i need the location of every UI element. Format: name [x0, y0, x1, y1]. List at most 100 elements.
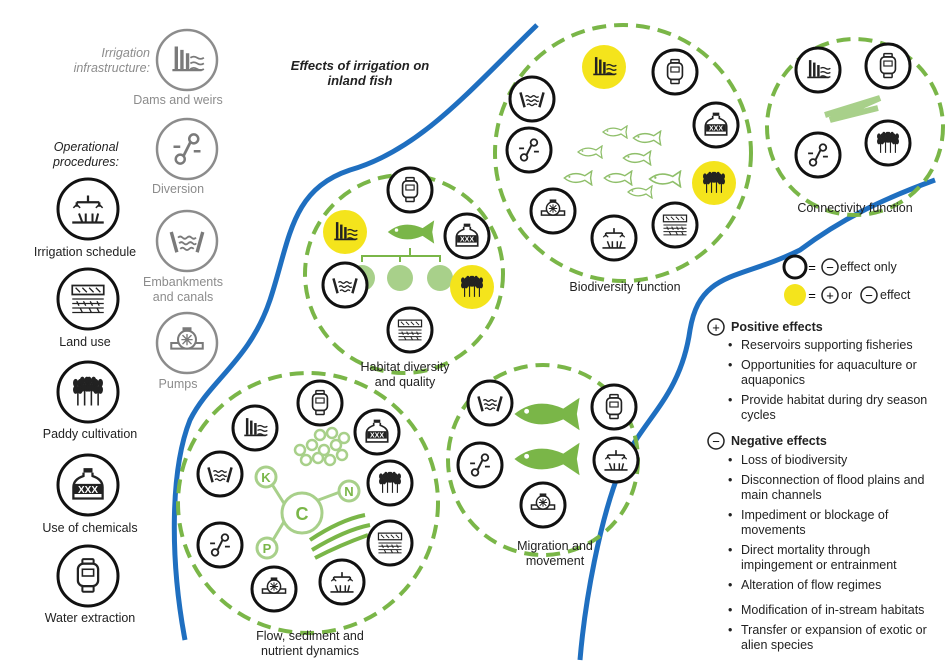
label-connectivity: Connectivity function — [797, 201, 913, 215]
sprinkler-icon — [56, 177, 120, 241]
legend-minus-2: − — [865, 288, 873, 303]
sprinkler-icon — [592, 436, 640, 484]
negative-item: Disconnection of flood plains and main c… — [728, 473, 943, 503]
meter-icon — [56, 544, 120, 608]
embankment-icon — [321, 261, 369, 309]
positive-item: Reservoirs supporting fisheries — [728, 338, 943, 353]
negative-list: Loss of biodiversity Disconnection of fl… — [728, 453, 943, 658]
paddy-icon — [864, 119, 912, 167]
chemical-mark: XXX — [78, 485, 98, 496]
negative-item: Direct mortality through impingement or … — [728, 543, 943, 573]
connectivity-zigzag — [824, 95, 882, 123]
flow-circle — [176, 371, 440, 635]
negative-item: Modification of in-stream habitats — [728, 603, 943, 618]
infra-heading: Irrigation infrastructure: — [73, 46, 150, 75]
icon-layer: XXX XXX XXX XXX — [56, 28, 912, 613]
diversion-icon — [794, 131, 842, 179]
river-bank-right — [577, 177, 936, 661]
legend-yellow-or: or — [841, 288, 853, 302]
connectivity-circle — [765, 37, 945, 217]
negative-heading: Negative effects — [731, 434, 827, 448]
meter-icon — [864, 42, 912, 90]
label-biodiversity: Biodiversity function — [569, 280, 681, 294]
legend-black-text: effect only — [840, 260, 897, 274]
legend-minus-1: − — [826, 260, 834, 275]
paddy-icon — [366, 459, 414, 507]
chemical-icon: XXX — [353, 408, 401, 456]
legend-plus-2: + — [826, 288, 834, 303]
tractor-icon — [651, 201, 699, 249]
label-dams-weirs: Dams and weirs — [133, 93, 223, 107]
label-water-extraction: Water extraction — [44, 611, 136, 625]
label-chemicals: Use of chemicals — [42, 521, 138, 535]
dam-icon — [155, 28, 219, 92]
dam-icon — [231, 404, 279, 452]
embankment-icon — [466, 379, 514, 427]
nutrient-label-k: K — [261, 470, 271, 485]
paddy-icon — [692, 161, 736, 205]
meter-icon — [386, 166, 434, 214]
pump-icon — [529, 187, 577, 235]
meter-icon — [296, 379, 344, 427]
embankment-icon — [155, 209, 219, 273]
legend-eq-1: = — [808, 260, 816, 275]
river-bank-left — [171, 23, 539, 641]
negative-item: Loss of biodiversity — [728, 453, 943, 468]
sprinkler-icon — [590, 214, 638, 262]
biodiversity-circle — [493, 23, 753, 283]
diversion-icon — [155, 117, 219, 181]
pump-icon — [519, 481, 567, 529]
diversion-icon — [456, 441, 504, 489]
chemical-icon: XXX — [56, 453, 120, 517]
nutrient-graphic: K C N P — [254, 426, 371, 560]
tractor-icon — [56, 267, 120, 331]
label-land-use: Land use — [59, 335, 111, 349]
biodiversity-fish-school — [563, 125, 682, 199]
label-paddy: Paddy cultivation — [42, 427, 138, 441]
negative-item: Transfer or expansion of exotic or alien… — [728, 623, 943, 653]
label-flow: Flow, sediment and nutrient dynamics — [256, 629, 364, 658]
tractor-icon — [386, 306, 434, 354]
embankment-icon — [196, 450, 244, 498]
migration-fish-graphic — [514, 397, 580, 476]
dam-icon — [323, 210, 367, 254]
pump-icon — [250, 565, 298, 613]
chemical-icon: XXX — [443, 212, 491, 260]
label-diversion: Diversion — [151, 182, 205, 196]
legend-eq-2: = — [808, 288, 816, 303]
diversion-icon — [196, 521, 244, 569]
paddy-icon — [56, 360, 120, 424]
label-pumps: Pumps — [158, 377, 198, 391]
positive-item: Provide habitat during dry season cycles — [728, 393, 943, 423]
label-migration: Migration and movement — [517, 539, 593, 568]
diagram-title: Effects of irrigation on inland fish — [290, 58, 430, 88]
nutrient-label-p: P — [263, 541, 272, 556]
pump-icon — [155, 311, 219, 375]
negative-minus-sign: − — [712, 434, 720, 449]
chemical-mark: XXX — [709, 126, 723, 133]
label-irrigation-schedule: Irrigation schedule — [33, 245, 137, 259]
diversion-icon — [505, 126, 553, 174]
tractor-icon — [366, 519, 414, 567]
chemical-icon: XXX — [692, 101, 740, 149]
negative-item: Impediment or blockage of movements — [728, 508, 943, 538]
sprinkler-icon — [318, 558, 366, 606]
negative-item: Alteration of flow regimes — [728, 578, 943, 593]
dam-icon — [582, 45, 626, 89]
label-embankments: Embankments and canals — [143, 275, 223, 304]
legend-yellow-circle — [784, 284, 806, 306]
chemical-mark: XXX — [370, 433, 384, 440]
positive-item: Opportunities for aquaculture or aquapon… — [728, 358, 943, 388]
chemical-mark: XXX — [460, 237, 474, 244]
label-habitat: Habitat diversity and quality — [360, 360, 450, 389]
embankment-icon — [508, 75, 556, 123]
legend-yellow-effect: effect — [880, 288, 911, 302]
paddy-icon — [450, 265, 494, 309]
positive-heading: Positive effects — [731, 320, 823, 334]
meter-icon — [651, 48, 699, 96]
ops-heading: Operational procedures: — [52, 140, 119, 169]
nutrient-label-n: N — [344, 484, 353, 499]
positive-plus-sign: + — [712, 320, 720, 335]
dam-icon — [794, 46, 842, 94]
